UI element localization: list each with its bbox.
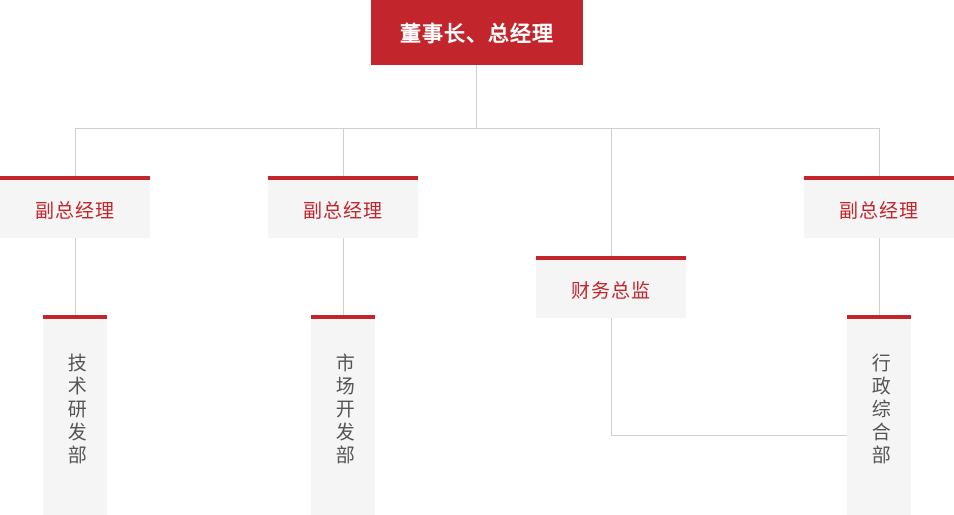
connector-drop-vgm-1: [75, 128, 76, 176]
node-label-cfo: 财务总监: [570, 279, 651, 302]
node-department-admin[interactable]: 行政综合部: [847, 315, 911, 515]
node-vice-general-manager-2[interactable]: 副总经理: [268, 176, 418, 238]
node-chairman-general-manager[interactable]: 董事长、总经理: [371, 0, 583, 65]
connector-drop-vgm-2: [343, 128, 344, 176]
connector-cfo-to-admin: [611, 435, 859, 436]
connector-cfo-down: [611, 318, 612, 436]
node-vice-general-manager-3[interactable]: 副总经理: [804, 176, 954, 238]
node-cfo[interactable]: 财务总监: [536, 256, 686, 318]
connector-vgm3-to-admin: [879, 238, 880, 315]
node-label-chairman: 董事长、总经理: [400, 21, 554, 46]
node-label-vgm-1: 副总经理: [34, 199, 115, 222]
node-label-department-rd: 技术研发部: [64, 353, 87, 468]
connector-drop-vgm-3: [879, 128, 880, 176]
connector-bus-horizontal: [75, 128, 880, 129]
node-vice-general-manager-1[interactable]: 副总经理: [0, 176, 150, 238]
node-label-vgm-2: 副总经理: [302, 199, 383, 222]
connector-vgm2-to-market: [343, 238, 344, 315]
node-label-department-admin: 行政综合部: [868, 353, 891, 468]
node-department-rd[interactable]: 技术研发部: [43, 315, 107, 515]
connector-drop-cfo: [611, 128, 612, 256]
connector-vgm1-to-rd: [75, 238, 76, 315]
node-label-vgm-3: 副总经理: [838, 199, 919, 222]
node-department-market[interactable]: 市场开发部: [311, 315, 375, 515]
node-label-department-market: 市场开发部: [332, 353, 355, 468]
connector-top-to-bus: [476, 65, 477, 128]
